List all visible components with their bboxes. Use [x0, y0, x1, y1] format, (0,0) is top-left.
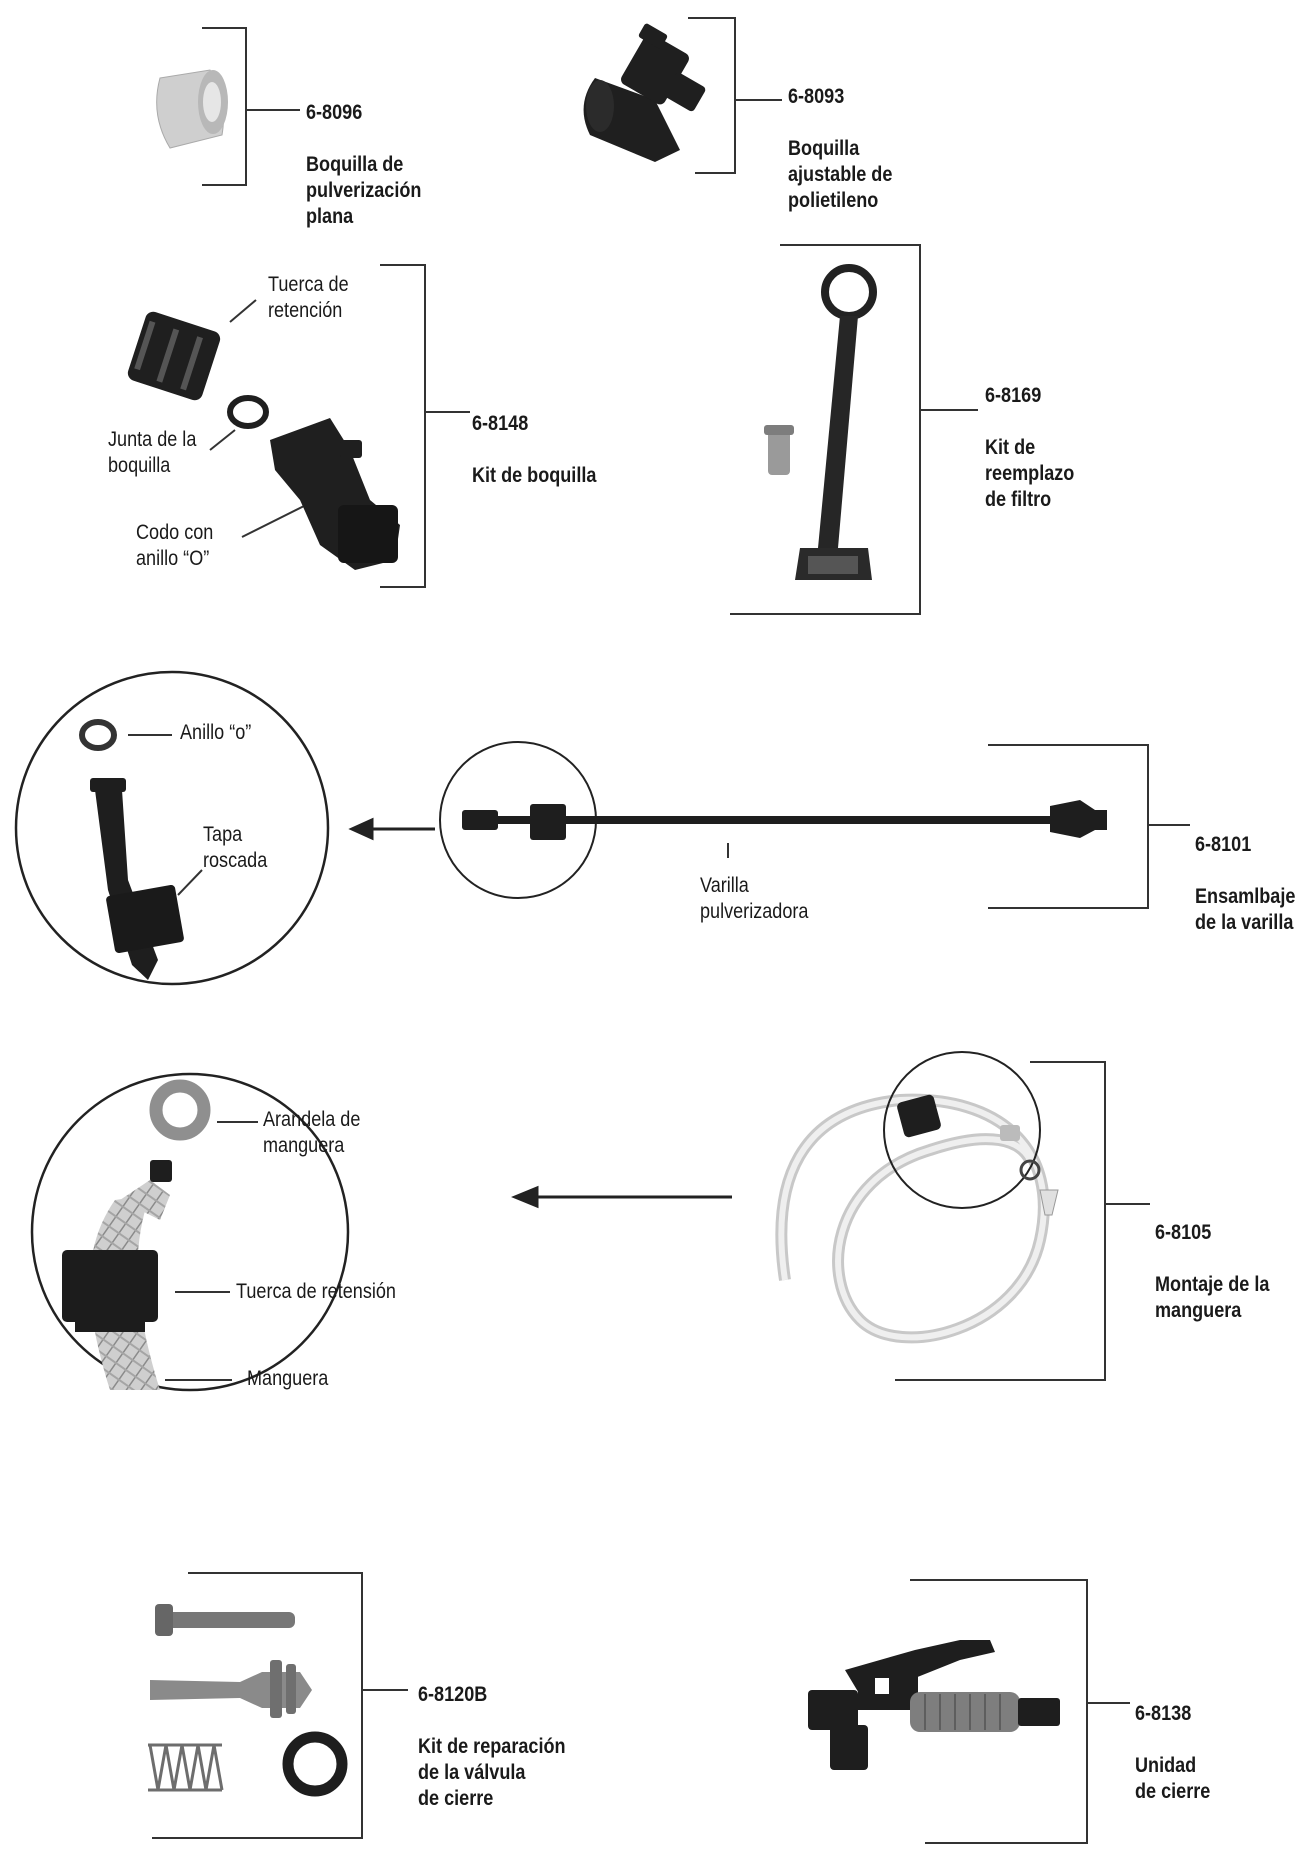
part-number: 6-8093 — [788, 85, 845, 108]
callout-anillo-o: Anillo “o” — [180, 721, 252, 744]
bracket-6-8093 — [688, 17, 736, 174]
part-label-6-8138: 6-8138 Unidad de cierre — [1135, 1675, 1210, 1831]
filter-image — [768, 425, 790, 475]
threaded-cap-image — [106, 884, 184, 954]
part-number: 6-8096 — [306, 101, 363, 124]
valve-repair-kit-image — [148, 1604, 348, 1797]
part-name: Unidad de cierre — [1135, 1754, 1211, 1803]
wand-image — [439, 741, 1107, 899]
filter-kit-image — [764, 264, 877, 580]
callout-arandela: Arandela de manguera — [263, 1108, 361, 1157]
callout-tuerca-retension: Tuerca de retensión — [236, 1280, 396, 1303]
part-label-6-8120B: 6-8120B Kit de reparación de la válvula … — [418, 1656, 566, 1838]
leader-lines — [128, 299, 729, 1381]
detail-arrows — [348, 817, 732, 1209]
bracket-lines — [152, 17, 1190, 1844]
callout-junta-boquilla: Junta de la boquilla — [108, 428, 197, 477]
bracket-6-8101 — [988, 744, 1149, 909]
part-name: Montaje de la manguera — [1155, 1273, 1270, 1322]
part-number: 6-8138 — [1135, 1702, 1192, 1725]
part-name: Ensamlbaje de la varilla — [1195, 885, 1296, 934]
part-number: 6-8148 — [472, 412, 529, 435]
retaining-nut-detail-image — [62, 1250, 158, 1322]
bracket-6-8096 — [202, 27, 247, 186]
callout-varilla: Varilla pulverizadora — [700, 874, 809, 923]
hose-detail-image — [30, 1072, 350, 1392]
part-name: Boquilla ajustable de polietileno — [788, 137, 893, 212]
part-number: 6-8101 — [1195, 833, 1252, 856]
o-ring-seal-image — [282, 1731, 348, 1797]
part-name: Kit de reemplazo de filtro — [985, 436, 1075, 511]
part-label-6-8096: 6-8096 Boquilla de pulverización plana — [306, 74, 421, 256]
part-number: 6-8120B — [418, 1683, 488, 1706]
part-name: Kit de reparación de la válvula de cierr… — [418, 1735, 566, 1810]
callout-codo-anillo: Codo con anillo “O” — [136, 521, 214, 570]
callout-tuerca-retencion: Tuerca de retención — [268, 273, 349, 322]
part-label-6-8093: 6-8093 Boquilla ajustable de polietileno — [788, 58, 892, 240]
flat-spray-nozzle-image — [156, 69, 228, 149]
part-label-6-8105: 6-8105 Montaje de la manguera — [1155, 1194, 1269, 1350]
bracket-6-8138 — [910, 1579, 1088, 1844]
part-label-6-8169: 6-8169 Kit de reemplazo de filtro — [985, 357, 1074, 539]
wand-detail-image — [14, 670, 330, 986]
hose-washer-image — [149, 1079, 211, 1141]
part-number: 6-8105 — [1155, 1221, 1212, 1244]
nozzle-kit-image — [127, 311, 400, 570]
nozzle-gasket-image — [227, 395, 269, 429]
bracket-6-8120B — [152, 1572, 363, 1839]
shutoff-assembly-image — [808, 1640, 1060, 1770]
callout-manguera: Manguera — [247, 1367, 329, 1390]
part-name: Boquilla de pulverización plana — [306, 153, 422, 228]
part-label-6-8101: 6-8101 Ensamlbaje de la varilla — [1195, 806, 1295, 962]
bracket-6-8105 — [895, 1061, 1106, 1381]
adjustable-nozzle-image — [583, 23, 706, 162]
bracket-6-8169 — [730, 244, 921, 615]
hose-image — [775, 1051, 1059, 1344]
callout-tapa-roscada: Tapa roscada — [203, 823, 268, 872]
bracket-6-8148 — [380, 264, 426, 588]
part-label-6-8148: 6-8148 Kit de boquilla — [472, 385, 596, 515]
o-ring-image — [79, 719, 117, 751]
part-name: Kit de boquilla — [472, 464, 597, 487]
part-number: 6-8169 — [985, 384, 1042, 407]
